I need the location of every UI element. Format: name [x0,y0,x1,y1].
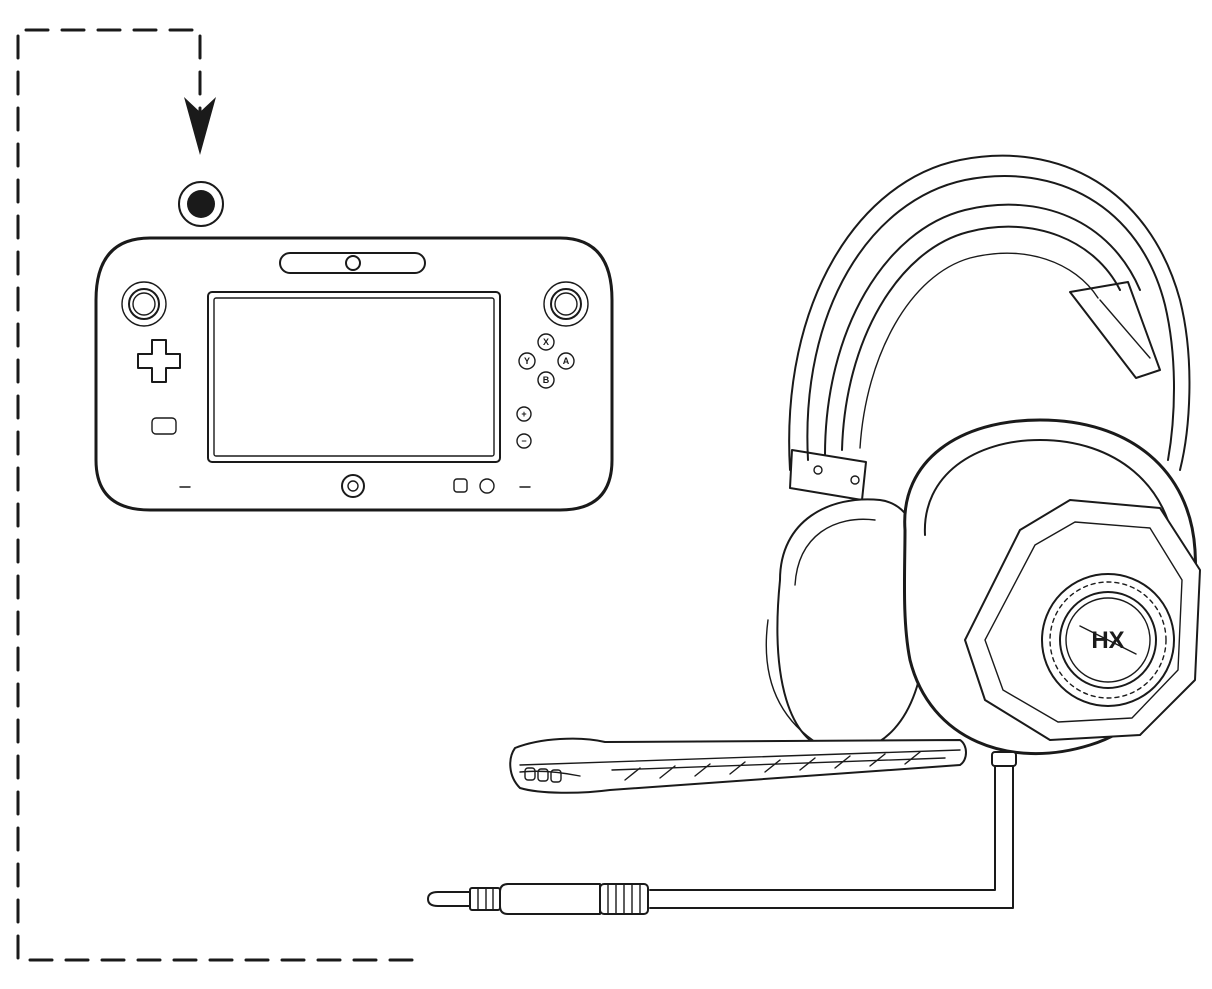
button-y: Y [518,352,536,370]
sensor-bar [279,252,426,274]
svg-text:B: B [543,375,550,385]
svg-text:A: A [563,356,570,366]
tv-button [453,478,468,493]
svg-text:+: + [521,409,526,419]
svg-text:X: X [543,337,549,347]
mic-slot [524,767,536,781]
gamepad-controller: X Y A B + − [94,236,614,512]
arrow-down-icon [184,97,216,155]
audio-plug [427,883,649,915]
power-button [479,478,495,494]
left-analog-stick [121,281,167,327]
home-button [341,474,365,498]
left-ear-cup [765,498,928,753]
right-ear-cup: HX [902,418,1201,756]
plus-button: + [516,406,532,422]
svg-text:Y: Y [524,356,530,366]
microphone-boom [509,737,967,794]
headset: HX [427,154,1201,915]
camera-icon [345,255,361,271]
svg-text:−: − [521,436,526,446]
button-a: A [557,352,575,370]
dpad-icon [137,339,181,383]
mic-slot [537,768,549,782]
hyperx-logo: HX [1079,625,1137,655]
dashed-connection-line [16,28,414,962]
minus-button: − [516,433,532,449]
headset-cable [649,751,1017,909]
button-b: B [537,371,555,389]
right-analog-stick [543,281,589,327]
tv-control-button [151,417,177,435]
home-icon [347,480,359,492]
mic-slot [550,769,562,783]
gamepad-screen [207,291,501,463]
button-x: X [537,333,555,351]
face-buttons: X Y A B [518,333,575,389]
headband [788,154,1191,501]
audio-jack-port [178,181,224,227]
